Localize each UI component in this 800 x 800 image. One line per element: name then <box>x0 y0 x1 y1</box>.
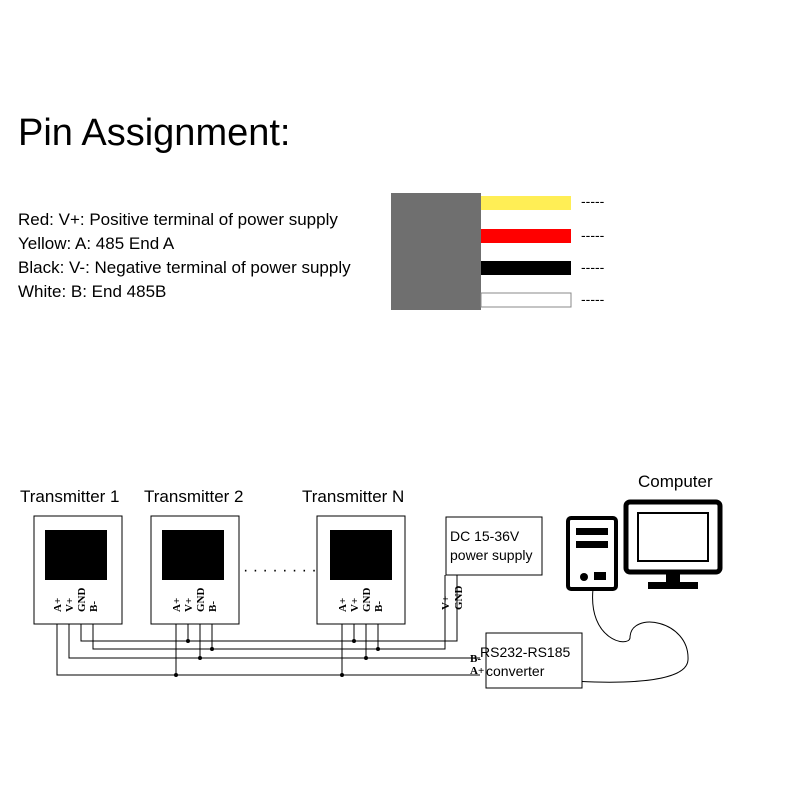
transmitter-1: A+ V+ GND B- <box>33 515 123 625</box>
transmitter-n-display <box>330 530 392 580</box>
wire-black <box>481 261 571 275</box>
transmitter-1-display <box>45 530 107 580</box>
wire-white-dashes: ----- <box>581 291 605 307</box>
wire-yellow-dashes: ----- <box>581 193 605 209</box>
transmitter-1-pin-v: V+ <box>64 598 76 612</box>
converter-line2: converter <box>486 663 545 679</box>
wire-junctions <box>174 639 380 677</box>
bus-wires <box>56 575 689 683</box>
transmitter-2-label: Transmitter 2 <box>144 487 244 506</box>
transmitter-1-pin-b: B- <box>88 601 100 612</box>
transmitter-2-pin-gnd: GND <box>195 588 207 613</box>
computer-label: Computer <box>638 472 713 491</box>
pin-yellow-label: Yellow: A: 485 End A <box>18 234 175 253</box>
pc-tower-icon <box>566 516 618 591</box>
transmitter-2-display <box>162 530 224 580</box>
transmitter-2-pin-b: B- <box>207 601 219 612</box>
wire-red <box>481 229 571 243</box>
transmitter-ellipsis: · · · · · · · · <box>243 562 317 579</box>
power-supply-line2: power supply <box>450 547 533 563</box>
transmitter-n-pin-gnd: GND <box>361 588 373 613</box>
transmitter-n-label: Transmitter N <box>302 487 404 506</box>
network-diagram: Transmitter 1 Transmitter 2 Transmitter … <box>20 472 723 689</box>
wire-red-dashes: ----- <box>581 227 605 243</box>
power-supply-line1: DC 15-36V <box>450 528 520 544</box>
transmitter-2-pin-v: V+ <box>183 598 195 612</box>
converter-pin-a: A+ <box>470 665 484 677</box>
converter-line1: RS232-RS185 <box>480 644 570 660</box>
wire-yellow <box>481 196 571 210</box>
pin-red-label: Red: V+: Positive terminal of power supp… <box>18 210 338 229</box>
monitor-icon <box>623 499 723 589</box>
cable-jacket <box>391 193 481 310</box>
wire-black-dashes: ----- <box>581 259 605 275</box>
transmitter-1-pin-gnd: GND <box>76 588 88 613</box>
transmitter-n-pin-b: B- <box>373 601 385 612</box>
power-supply-pin-gnd: GND <box>453 586 465 611</box>
transmitter-1-label: Transmitter 1 <box>20 487 120 506</box>
wire-white <box>480 292 572 308</box>
transmitter-n: A+ V+ GND B- <box>316 515 406 625</box>
transmitter-n-pin-v: V+ <box>349 598 361 612</box>
converter: RS232-RS185 converter B- A+ <box>470 632 583 689</box>
power-supply: DC 15-36V power supply V+ GND <box>440 516 543 611</box>
transmitter-2: A+ V+ GND B- <box>150 515 240 625</box>
pin-black-label: Black: V-: Negative terminal of power su… <box>18 258 351 277</box>
transmitter-1-pin-a: A+ <box>52 598 64 612</box>
pin-white-label: White: B: End 485B <box>18 282 167 301</box>
power-supply-pin-v: V+ <box>440 596 452 610</box>
page-title: Pin Assignment: <box>18 112 291 154</box>
cable-diagram: ----- ----- ----- ----- <box>391 193 605 310</box>
pin-assignment-list: Red: V+: Positive terminal of power supp… <box>18 208 351 304</box>
transmitter-n-pin-a: A+ <box>337 598 349 612</box>
converter-pin-b: B- <box>470 653 481 665</box>
transmitter-2-pin-a: A+ <box>171 598 183 612</box>
